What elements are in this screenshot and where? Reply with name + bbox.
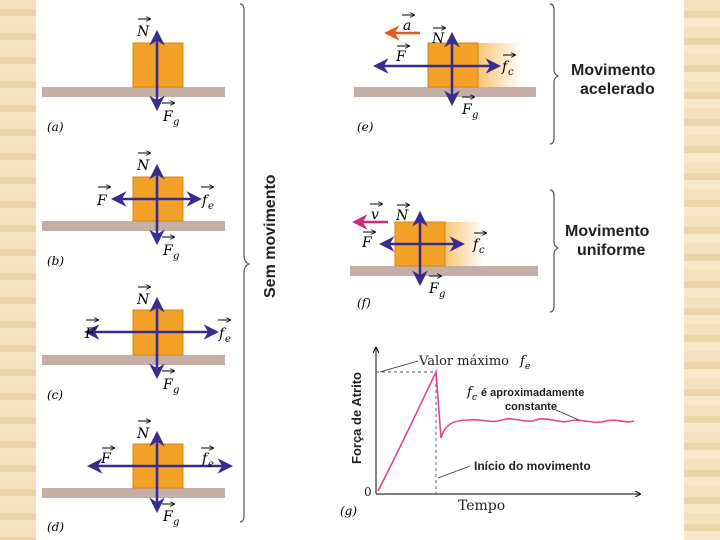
graph-xlabel: Tempo [458, 498, 505, 514]
svg-text:f: f [201, 193, 210, 209]
panel-c: N F f e F g (c) [42, 287, 231, 402]
sem-movimento-bracket [239, 3, 251, 523]
svg-text:F: F [162, 377, 174, 393]
svg-text:e: e [208, 459, 214, 470]
svg-text:N: N [431, 31, 445, 47]
panel-label-f: (f) [357, 296, 371, 310]
valor-maximo-label: Valor máximo [418, 354, 509, 369]
movimento-acelerado-label-1: Movimento [571, 62, 656, 79]
svg-text:F: F [162, 243, 174, 259]
svg-text:c: c [508, 67, 514, 78]
svg-text:F: F [100, 451, 112, 467]
fc-label-line2: constante [505, 401, 557, 413]
svg-text:g: g [173, 251, 179, 262]
panel-label-g: (g) [340, 504, 357, 518]
svg-text:f: f [519, 354, 527, 369]
movimento-uniforme-label-1: Movimento [565, 223, 650, 240]
svg-text:F: F [461, 102, 473, 118]
svg-text:e: e [208, 201, 214, 212]
ground [42, 488, 225, 498]
background-right [684, 0, 720, 540]
ground [42, 87, 225, 97]
movimento-uniforme-label-2: uniforme [577, 242, 646, 259]
background-left [0, 0, 36, 540]
ground [350, 266, 538, 276]
ground [42, 355, 225, 365]
svg-text:e: e [525, 362, 530, 372]
friction-curve [377, 368, 635, 492]
label-N: N [136, 24, 150, 40]
panel-label-e: (e) [357, 120, 374, 134]
svg-text:g: g [472, 110, 478, 121]
label-F: F [162, 109, 174, 125]
panel-label-c: (c) [47, 388, 63, 402]
svg-text:F: F [84, 326, 96, 342]
inicio-movimento-label: Início do movimento [474, 459, 591, 473]
svg-text:N: N [136, 292, 150, 308]
svg-text:c: c [472, 393, 477, 403]
graph-ylabel: Força de Atrito [349, 372, 364, 464]
sem-movimento-label: Sem movimento [262, 174, 279, 298]
friction-graph: Força de Atrito Tempo 0 Valor máximo f e… [340, 348, 640, 518]
svg-text:N: N [136, 426, 150, 442]
panel-label-b: (b) [47, 254, 64, 268]
svg-text:f: f [201, 451, 210, 467]
svg-text:f: f [501, 59, 510, 75]
svg-text:g: g [173, 517, 179, 528]
panel-d: N F f e F g (d) [42, 421, 234, 534]
fc-label-line1: é aproximadamente [481, 387, 584, 399]
panel-e: a N F f c F g (e) [354, 15, 536, 134]
svg-text:c: c [479, 245, 485, 256]
svg-text:F: F [428, 281, 440, 297]
panel-a: N F g (a) [42, 19, 225, 134]
svg-text:e: e [225, 334, 231, 345]
ground [42, 221, 225, 231]
svg-text:f: f [218, 326, 227, 342]
svg-text:f: f [466, 385, 474, 400]
svg-text:F: F [96, 193, 108, 209]
svg-text:f: f [472, 237, 481, 253]
ground [354, 87, 536, 97]
svg-text:g: g [173, 385, 179, 396]
label-a: a [403, 18, 411, 34]
svg-text:F: F [395, 49, 407, 65]
svg-text:g: g [439, 289, 445, 300]
panel-label-a: (a) [47, 120, 64, 134]
svg-text:N: N [395, 208, 409, 224]
svg-text:F: F [162, 509, 174, 525]
svg-text:g: g [173, 117, 179, 128]
panel-b: N F f e F g (b) [42, 153, 225, 268]
svg-text:F: F [361, 235, 373, 251]
label-v: v [371, 207, 379, 223]
graph-origin: 0 [364, 485, 372, 499]
svg-text:N: N [136, 158, 150, 174]
movimento-acelerado-label-2: acelerado [580, 81, 655, 98]
panel-label-d: (d) [47, 520, 64, 534]
panel-f: v N F f c F g (f) [350, 204, 538, 310]
